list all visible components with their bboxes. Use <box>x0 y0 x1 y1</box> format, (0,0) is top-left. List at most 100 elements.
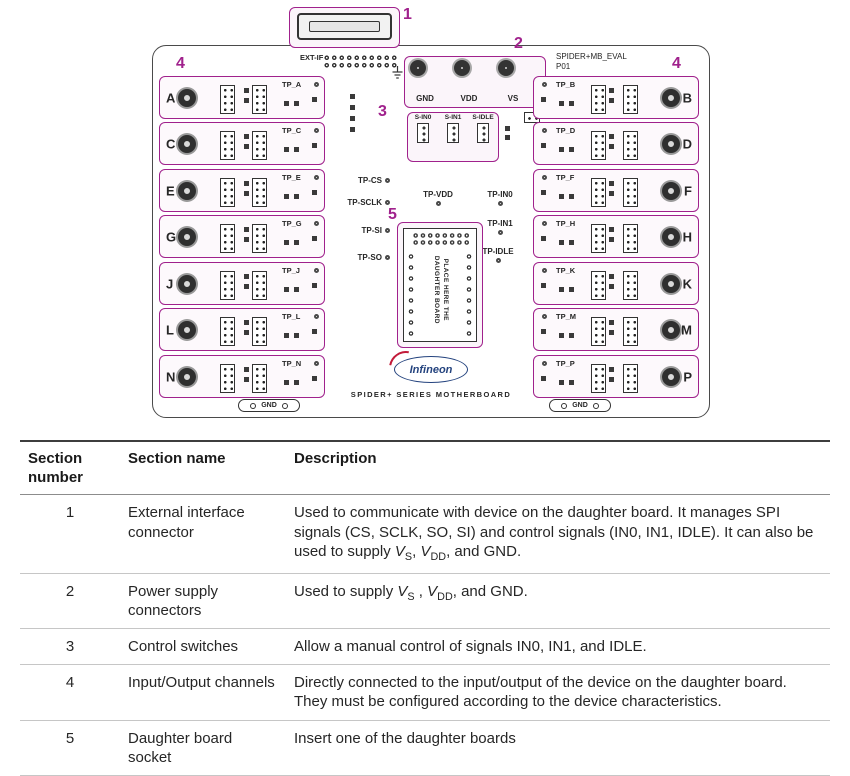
channel-letter: C <box>166 136 176 151</box>
testpoint-pad <box>542 175 547 180</box>
switch-label: S-IN0 <box>414 114 432 121</box>
testpoint-in0: TP-IN0 <box>482 190 518 206</box>
ext-if-connector-slot <box>309 21 380 32</box>
io-connector <box>662 181 680 200</box>
section-name-cell: Control switches <box>128 637 239 655</box>
smd-components <box>569 333 574 338</box>
io-connector <box>178 367 196 386</box>
testpoint-pad <box>542 82 547 87</box>
sections-table-wrap: Section number Section name Description … <box>20 440 830 776</box>
infineon-logo: Infineon <box>394 356 468 383</box>
socket-right-pins <box>464 251 474 337</box>
callout-2: 2 <box>514 35 523 52</box>
ext-if-label: EXT-IF <box>300 53 324 62</box>
testpoint-vdd: TP-VDD <box>420 190 456 206</box>
socket-top-pins <box>412 232 470 246</box>
channel-testpoint-label: TP_N <box>282 359 302 368</box>
channel-letter: G <box>166 229 177 244</box>
channel-testpoint-label: TP_H <box>556 219 576 228</box>
channel-testpoint-label: TP_E <box>282 173 301 182</box>
smd-components <box>284 147 289 152</box>
testpoint-pad <box>385 228 390 233</box>
io-connector <box>178 320 196 339</box>
channel-testpoint-label: TP_P <box>556 359 575 368</box>
io-channel-d: D TP_D <box>533 122 699 165</box>
board-model-text: SPIDER+MB_EVAL P01 <box>556 52 627 72</box>
channel-testpoint-label: TP_C <box>282 126 302 135</box>
section-description-cell: Used to supply VS , VDD, and GND. <box>294 582 528 603</box>
table-row: 3 Control switches Allow a manual contro… <box>20 628 830 665</box>
testpoint-sclk: TP-SCLK <box>330 198 390 207</box>
callout-4-left: 4 <box>176 55 185 72</box>
section-number-cell: 4 <box>65 674 75 692</box>
dip-switch-icon <box>477 123 489 143</box>
section-number-cell: 5 <box>65 729 75 747</box>
socket-left-pins <box>406 251 416 337</box>
channel-testpoint-label: TP_L <box>282 312 301 321</box>
section-description-cell: Directly connected to the input/output o… <box>294 674 787 711</box>
smd-components <box>505 126 510 131</box>
testpoint-pad <box>314 268 319 273</box>
io-connector <box>662 134 680 153</box>
channel-letter: N <box>166 369 176 384</box>
section-name-cell: Input/Output channels <box>128 674 275 692</box>
io-channel-c: C TP_C <box>159 122 325 165</box>
smd-components <box>284 240 289 245</box>
section-name-cell: Daughter board socket <box>128 729 233 766</box>
channel-testpoint-label: TP_K <box>556 266 576 275</box>
section-number-cell: 2 <box>65 582 75 600</box>
section-description-cell: Used to communicate with device on the d… <box>294 504 814 563</box>
switch-s-idle: S-IDLE <box>469 114 497 143</box>
channel-testpoint-label: TP_D <box>556 126 576 135</box>
testpoint-pad <box>385 255 390 260</box>
sections-table: Section number Section name Description … <box>20 440 830 776</box>
channel-testpoint-label: TP_J <box>282 266 300 275</box>
power-highlight-box <box>404 56 546 108</box>
socket-text-line2: DAUGHTER BOARD <box>433 255 440 324</box>
smd-components <box>569 194 574 199</box>
section-name-cell: Power supply connectors <box>128 582 219 619</box>
dip-switch-icon <box>417 123 429 143</box>
switch-s-in1: S-IN1 <box>439 114 467 143</box>
channel-testpoint-label: TP_M <box>556 312 577 321</box>
testpoint-label: TP-SCLK <box>347 198 382 207</box>
io-connector <box>662 227 680 246</box>
section-number-cell: 3 <box>65 637 75 655</box>
channel-testpoint-label: TP_A <box>282 80 302 89</box>
testpoint-pad <box>435 201 441 206</box>
smd-components <box>569 147 574 152</box>
testpoint-pad <box>542 314 547 319</box>
dip-switch-icon <box>447 123 459 143</box>
io-connector <box>662 320 680 339</box>
io-channel-p: P TP_P <box>533 355 699 398</box>
table-row: 1 External interface connector Used to c… <box>20 495 830 574</box>
channel-testpoint-label: TP_F <box>556 173 575 182</box>
infineon-logo-text: Infineon <box>409 363 453 376</box>
testpoint-pad <box>497 201 503 206</box>
io-channel-e: E TP_E <box>159 169 325 212</box>
testpoint-label: TP-CS <box>358 176 382 185</box>
testpoint-cs: TP-CS <box>330 176 390 185</box>
io-channel-l: L TP_L <box>159 308 325 351</box>
io-channel-h: H TP_H <box>533 215 699 258</box>
io-connector <box>662 88 680 107</box>
smd-components <box>284 194 289 199</box>
gnd-label: GND <box>416 94 434 103</box>
testpoint-pad <box>542 361 547 366</box>
smd-components <box>284 380 289 385</box>
gnd-connector <box>410 60 426 76</box>
channel-testpoint-label: TP_G <box>282 219 302 228</box>
callout-4-right: 4 <box>672 55 681 72</box>
io-channel-m: M TP_M <box>533 308 699 351</box>
testpoint-label: TP-SI <box>361 226 382 235</box>
smd-components <box>569 101 574 106</box>
io-connector <box>662 367 680 386</box>
io-connector <box>178 88 196 107</box>
io-channel-f: F TP_F <box>533 169 699 212</box>
vs-label: VS <box>507 94 519 103</box>
testpoint-pad <box>542 268 547 273</box>
io-channel-k: K TP_K <box>533 262 699 305</box>
column-header-section-number: Section number <box>28 450 84 487</box>
callout-5: 5 <box>388 206 397 223</box>
smd-components <box>284 287 289 292</box>
